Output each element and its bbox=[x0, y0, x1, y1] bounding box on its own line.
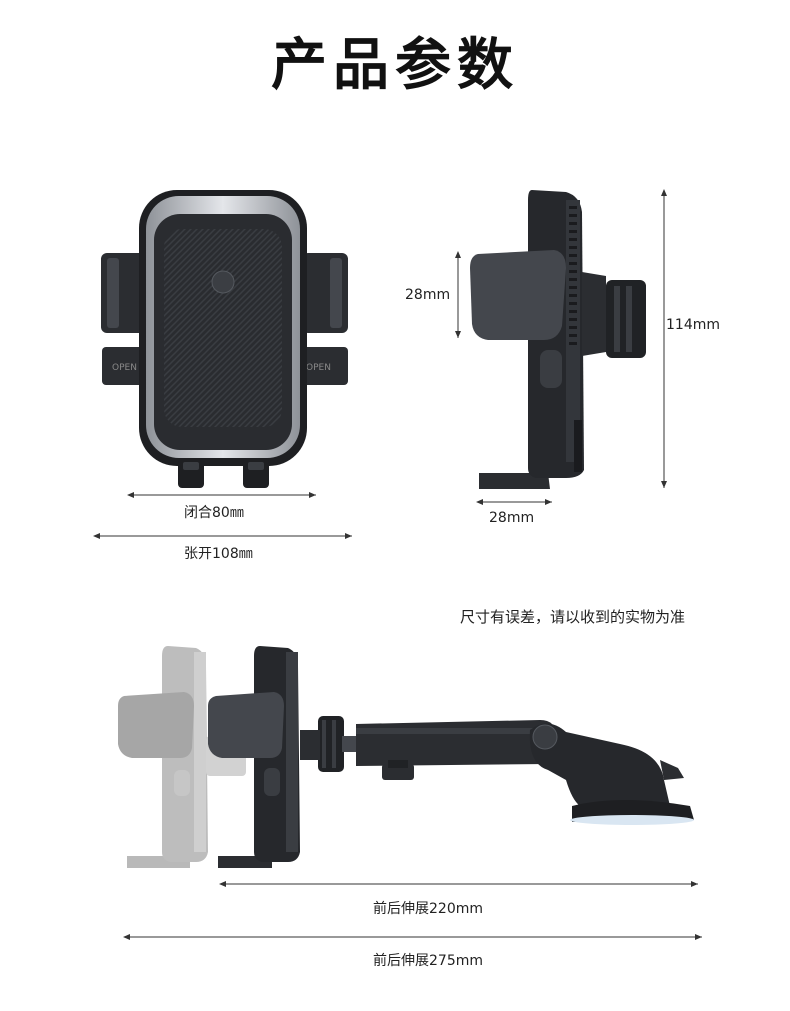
closed-width-label: 闭合80㎜ bbox=[184, 505, 244, 521]
size-disclaimer-note: 尺寸有误差，请以收到的实物为准 bbox=[460, 608, 686, 626]
arm-text-right: OPEN bbox=[306, 363, 331, 373]
page-title: 产品参数 bbox=[271, 33, 519, 98]
arm-text-left: OPEN bbox=[112, 363, 137, 373]
base-width-label: 28mm bbox=[489, 510, 535, 526]
front-view-holder: OPEN OPEN bbox=[101, 190, 348, 488]
retracted-ghost-holder bbox=[118, 646, 246, 868]
short-extension-label: 前后伸展220mm bbox=[373, 901, 483, 917]
long-extension-label: 前后伸展275mm bbox=[373, 953, 483, 969]
total-height-label: 114mm bbox=[666, 317, 720, 333]
clamp-height-label: 28mm bbox=[405, 287, 451, 303]
extended-holder bbox=[208, 646, 694, 868]
open-width-label: 张开108㎜ bbox=[184, 546, 253, 562]
side-view-holder bbox=[470, 190, 646, 489]
